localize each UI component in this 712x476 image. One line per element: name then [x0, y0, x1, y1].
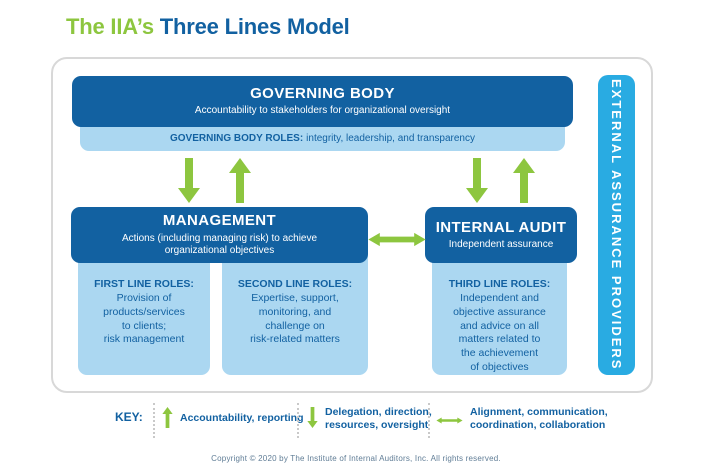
internal-audit-box: INTERNAL AUDIT Independent assurance [425, 207, 577, 263]
first-line-roles-text: Provision of products/services to client… [103, 291, 185, 346]
governing-body-roles-text: integrity, leadership, and transparency [306, 133, 475, 144]
first-line-roles-box: FIRST LINE ROLES: Provision of products/… [78, 245, 210, 375]
key-item-accountability: Accountability, reporting [180, 412, 304, 424]
key-item-delegation: Delegation, direction, resources, oversi… [325, 406, 432, 431]
arrow-up-icon [512, 158, 536, 203]
arrow-down-icon [306, 407, 319, 428]
governing-body-subtitle: Accountability to stakeholders for organ… [194, 105, 451, 117]
third-line-roles-text: Independent and objective assurance and … [453, 291, 546, 374]
page-title: The IIA’s Three Lines Model [66, 14, 350, 40]
internal-audit-title: INTERNAL AUDIT [435, 218, 567, 236]
second-line-roles-text: Expertise, support, monitoring, and chal… [250, 291, 340, 346]
governing-body-title: GOVERNING BODY [250, 85, 395, 103]
key-separator [428, 403, 430, 438]
key-separator [297, 403, 299, 438]
governing-body-box: GOVERNING BODY Accountability to stakeho… [72, 76, 573, 127]
management-box: MANAGEMENT Actions (including managing r… [71, 207, 368, 263]
internal-audit-subtitle: Independent assurance [448, 238, 554, 250]
third-line-roles-label: THIRD LINE ROLES: [448, 278, 551, 290]
arrow-double-icon [436, 414, 463, 427]
second-line-roles-box: SECOND LINE ROLES: Expertise, support, m… [222, 245, 368, 375]
arrow-down-icon [465, 158, 489, 203]
management-subtitle: Actions (including managing risk) to ach… [121, 232, 318, 257]
governing-body-roles-label: GOVERNING BODY ROLES: [170, 133, 304, 144]
external-assurance-providers-box: EXTERNAL ASSURANCE PROVIDERS [598, 75, 635, 375]
title-highlight: The IIA’s [66, 14, 154, 39]
key-separator [153, 403, 155, 438]
arrow-down-icon [177, 158, 201, 203]
external-assurance-providers-label: EXTERNAL ASSURANCE PROVIDERS [609, 79, 624, 371]
arrow-double-icon [367, 229, 427, 250]
copyright-text: Copyright © 2020 by The Institute of Int… [211, 454, 501, 463]
first-line-roles-label: FIRST LINE ROLES: [94, 278, 194, 290]
third-line-roles-box: THIRD LINE ROLES: Independent and object… [432, 245, 567, 375]
key-label: KEY: [115, 410, 143, 424]
arrow-up-icon [161, 407, 174, 428]
management-title: MANAGEMENT [162, 212, 277, 230]
second-line-roles-label: SECOND LINE ROLES: [237, 278, 353, 290]
title-rest: Three Lines Model [159, 14, 350, 39]
arrow-up-icon [228, 158, 252, 203]
key-item-alignment: Alignment, communication, coordination, … [470, 406, 608, 431]
